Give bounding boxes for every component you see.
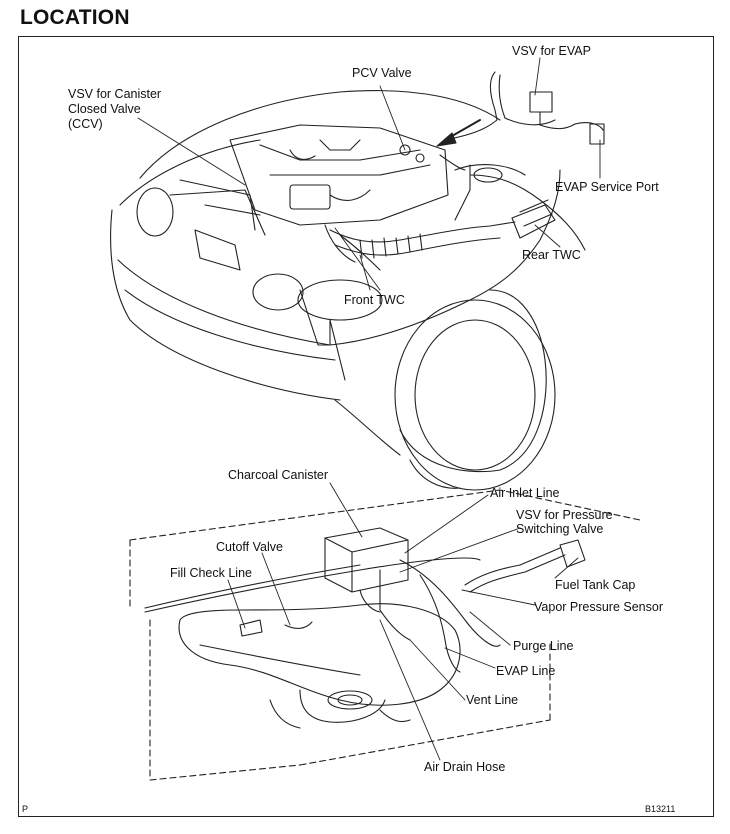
label-purge-line: Purge Line [513, 639, 574, 653]
evap-hose-illustration [439, 71, 605, 221]
label-vent-line: Vent Line [466, 693, 519, 707]
headlight-right [252, 273, 304, 311]
label-evap-service-port: EVAP Service Port [555, 180, 659, 194]
fuel-tank-cap-shape [559, 539, 586, 568]
diagram-frame [18, 36, 714, 817]
label-air-inlet-line: Air Inlet Line [490, 486, 560, 500]
leader-lines [137, 57, 601, 761]
car-body-illustration [110, 90, 586, 491]
label-rear-twc: Rear TWC [522, 248, 581, 262]
label-vsv-pressure-line2: Switching Valve [516, 522, 604, 536]
label-vsv-canister-line1: VSV for Canister [68, 87, 162, 101]
figure-code: B13211 [645, 804, 676, 814]
engine-illustration [179, 124, 449, 231]
exhaust-illustration [324, 199, 556, 271]
label-air-drain-hose: Air Drain Hose [424, 760, 506, 774]
label-vsv-canister-line3: (CCV) [68, 117, 103, 131]
label-vsv-canister-line2: Closed Valve [68, 102, 141, 116]
label-vsv-pressure-line1: VSV for Pressure [516, 508, 613, 522]
label-evap-line: EVAP Line [496, 664, 556, 678]
label-pcv-valve: PCV Valve [352, 66, 412, 80]
label-fill-check-line: Fill Check Line [170, 566, 252, 580]
label-vapor-pressure-sensor: Vapor Pressure Sensor [534, 600, 663, 614]
front-wheel [394, 299, 556, 491]
fuel-tank-illustration [129, 489, 641, 781]
label-fuel-tank-cap: Fuel Tank Cap [555, 578, 636, 592]
headlight-left [136, 187, 174, 237]
label-front-twc: Front TWC [344, 293, 405, 307]
label-vsv-evap: VSV for EVAP [512, 44, 591, 58]
pointer-arrow [436, 132, 457, 147]
page-title: LOCATION [20, 6, 130, 29]
page-mark: P [22, 804, 29, 814]
label-cutoff-valve: Cutoff Valve [216, 540, 283, 554]
label-charcoal-canister: Charcoal Canister [228, 468, 329, 482]
rear-twc-shape [511, 204, 556, 239]
charcoal-canister-shape [324, 527, 409, 593]
